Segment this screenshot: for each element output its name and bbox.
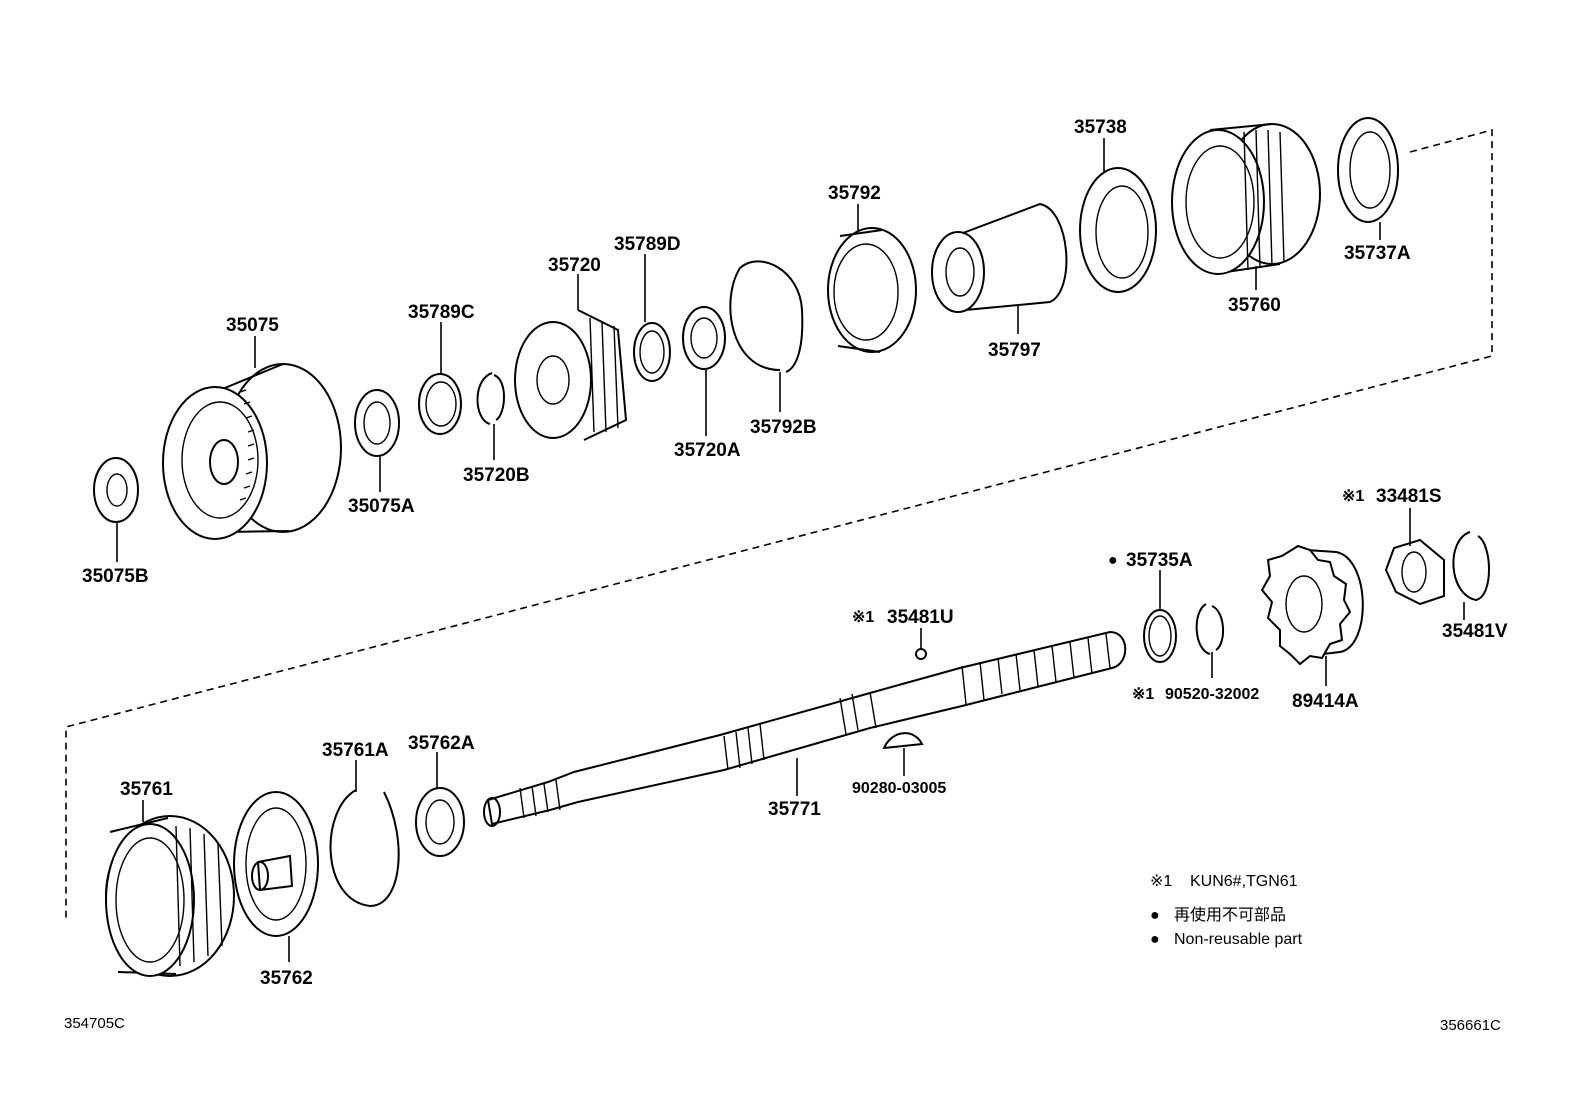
planetary-carrier-35720 (514, 309, 628, 441)
label-33481S: 33481S (1376, 486, 1442, 507)
ring-gear-35792 (827, 227, 917, 353)
label-35720B: 35720B (463, 465, 530, 486)
legend-ref-text: KUN6#,TGN61 (1190, 873, 1298, 890)
label-89414A: 89414A (1292, 691, 1359, 712)
bearing-35762A (415, 787, 465, 857)
legend-ref-mark: ※1 (1150, 873, 1172, 890)
legend: ※1 KUN6#,TGN61 ● 再使用不可部品 ● Non-reusable … (1150, 873, 1303, 948)
label-35481V: 35481V (1442, 621, 1508, 642)
snap-ring-35792B (729, 260, 804, 373)
washer-35075B (93, 457, 139, 523)
label-35771: 35771 (768, 799, 821, 820)
label-35720A: 35720A (674, 440, 741, 461)
corner-code-right: 356661C (1440, 1017, 1501, 1034)
sun-gear-35762 (233, 791, 319, 937)
legend-jp-text: 再使用不可部品 (1174, 906, 1286, 924)
corner-code-left: 354705C (64, 1015, 125, 1032)
label-35735A: 35735A (1126, 550, 1193, 571)
ball-35481U (915, 648, 927, 660)
label-35737A: 35737A (1344, 243, 1411, 264)
label-35789C: 35789C (408, 302, 475, 323)
ref-mark-35481U: ※1 (852, 609, 874, 626)
snap-ring-35481V (1452, 531, 1490, 602)
label-35762: 35762 (260, 968, 313, 989)
label-35789D: 35789D (614, 234, 681, 255)
bearing-35720A (682, 306, 726, 370)
drum-gear-35760 (1171, 123, 1321, 275)
race-35789D (633, 322, 671, 382)
label-35792: 35792 (828, 183, 881, 204)
label-35797: 35797 (988, 340, 1041, 361)
sensor-rotor-89414A (1260, 544, 1364, 666)
nonreusable-dot-35735A: ● (1108, 552, 1118, 569)
seal-ring-35735A (1143, 609, 1177, 663)
snap-ring-90520-32002 (1195, 603, 1224, 655)
label-35792B: 35792B (750, 417, 817, 438)
washer-35738 (1079, 167, 1157, 293)
thrust-washer-35737A (1337, 117, 1399, 223)
label-35761: 35761 (120, 779, 173, 800)
leader-lines (116, 138, 1465, 962)
label-35762A: 35762A (408, 733, 475, 754)
ring-gear-35761 (105, 815, 235, 977)
race-35789C (418, 373, 462, 435)
legend-dot-jp: ● (1150, 907, 1160, 924)
label-35075B: 35075B (82, 566, 149, 587)
label-90520-32002: 90520-32002 (1165, 686, 1259, 703)
label-35760: 35760 (1228, 295, 1281, 316)
snap-ring-35761A (329, 789, 400, 908)
label-35720: 35720 (548, 255, 601, 276)
nut-33481S (1384, 538, 1445, 606)
main-shaft-35771 (483, 630, 1127, 827)
key-90280-03005 (882, 732, 924, 750)
bearing-35075A (354, 389, 400, 457)
label-35075A: 35075A (348, 496, 415, 517)
legend-en-text: Non-reusable part (1174, 931, 1303, 948)
label-35481U: 35481U (887, 607, 954, 628)
sleeve-35797 (931, 202, 1068, 313)
drum-35075 (162, 363, 342, 540)
label-90280-03005: 90280-03005 (852, 780, 946, 797)
label-35075: 35075 (226, 315, 279, 336)
assembly-boundary-dashed (65, 128, 1493, 920)
snap-ring-35720B (476, 372, 505, 425)
ref-mark-33481S: ※1 (1342, 488, 1364, 505)
label-35761A: 35761A (322, 740, 389, 761)
ref-mark-90520-32002: ※1 (1132, 686, 1154, 703)
label-35738: 35738 (1074, 117, 1127, 138)
legend-dot-en: ● (1150, 931, 1160, 948)
